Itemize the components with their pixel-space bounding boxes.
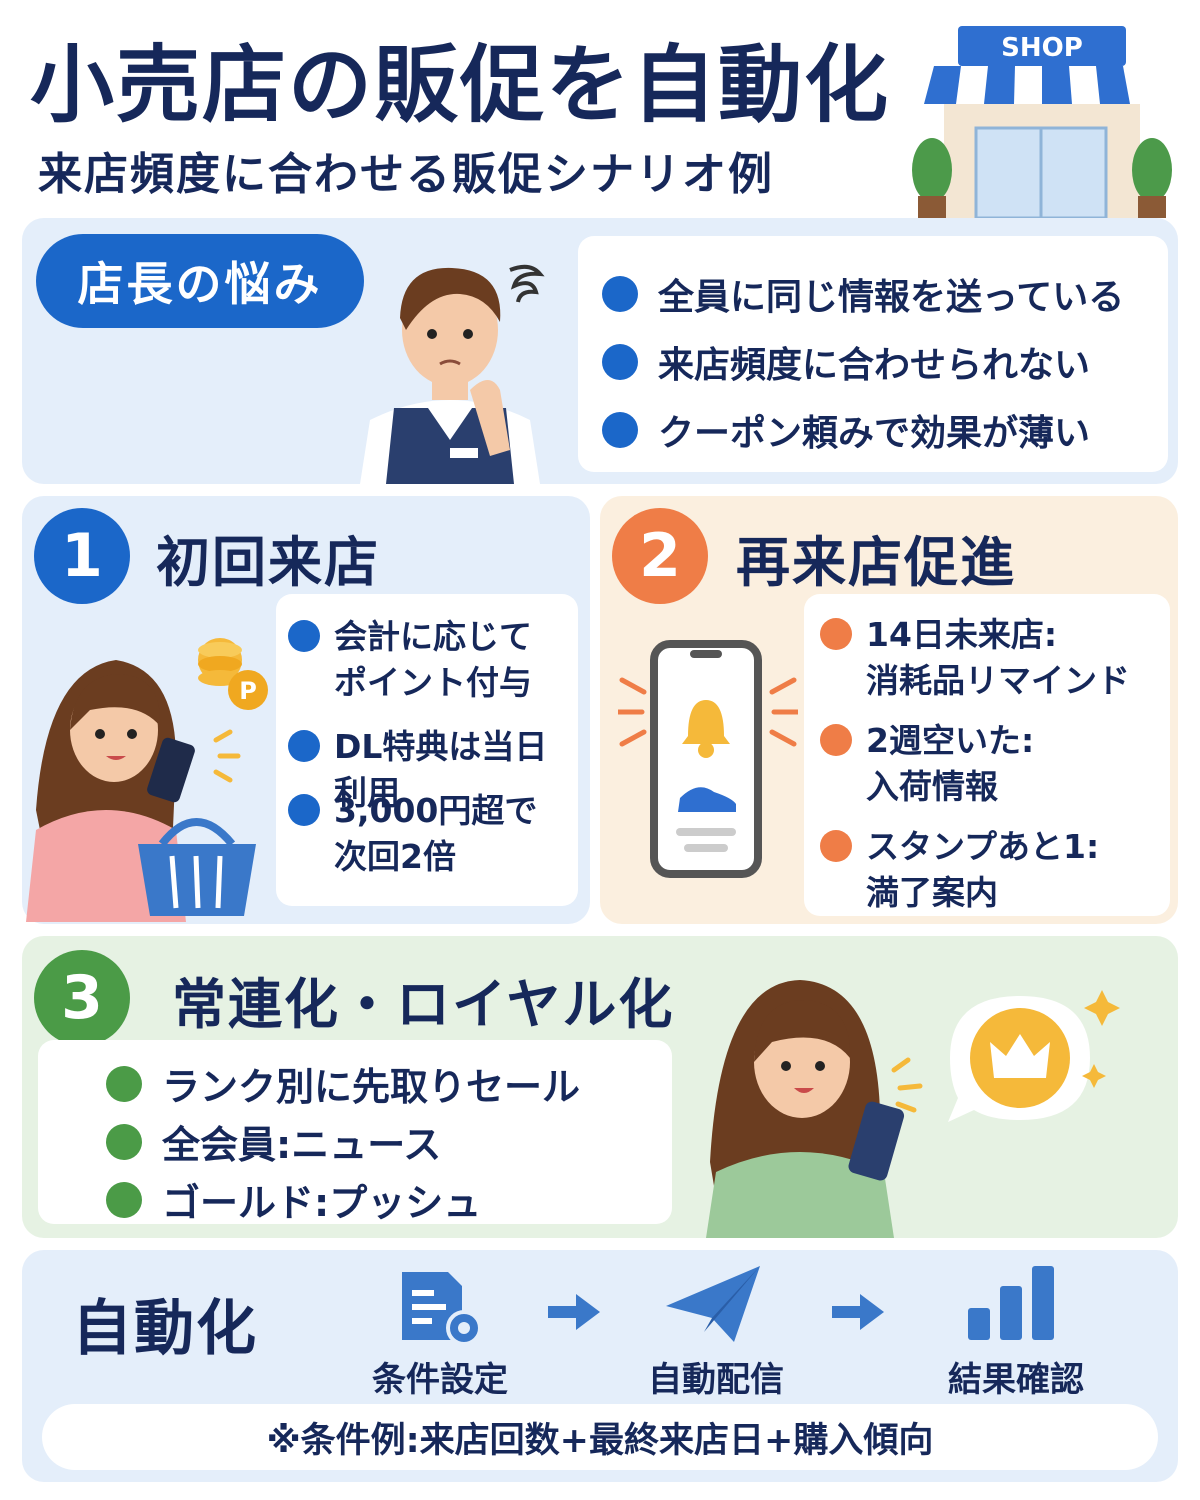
worries-list: 全員に同じ情報を送っている 来店頻度に合わせられない クーポン頼みで効果が薄い <box>578 236 1168 472</box>
paper-plane-icon <box>666 1266 760 1342</box>
step3-list: ランク別に先取りセール 全会員:ニュース ゴールド:プッシュ <box>38 1040 672 1227</box>
main-title: 小売店の販促を自動化 <box>30 36 891 134</box>
step1-item: 会計に応じて ポイント付与 <box>288 614 532 706</box>
worries-badge: 店長の悩み <box>36 234 364 328</box>
step1-item: 3,000円超で 次回2倍 <box>288 788 537 880</box>
step1-title: 初回来店 <box>156 531 380 594</box>
condition-example-note: ※条件例:来店回数+最終来店日+購入傾向 <box>42 1404 1158 1470</box>
bullet-dot-icon <box>820 724 852 756</box>
step3-item: 全会員:ニュース <box>106 1114 441 1169</box>
flow-step-auto-delivery: 自動配信 <box>648 1360 784 1400</box>
settings-document-icon <box>402 1272 482 1346</box>
bullet-dot-icon <box>288 794 320 826</box>
bullet-dot-icon <box>602 412 638 448</box>
step2-number-badge: 2 <box>612 508 708 604</box>
arrow-right-icon <box>548 1294 600 1330</box>
step1-item: DL特典は当日利用 <box>288 724 578 816</box>
step1-number-badge: 1 <box>34 508 130 604</box>
step3-title: 常連化・ロイヤル化 <box>172 973 675 1036</box>
smartphone-notification-icon <box>618 640 798 878</box>
step1-list: 会計に応じて ポイント付与 DL特典は当日利用 3,000円超で 次回2倍 <box>276 594 578 906</box>
shopper-with-phone-icon: P <box>26 638 268 922</box>
step2-list: 14日未来店: 消耗品リマインド 2週空いた: 入荷情報 スタンプあと1: 満了… <box>804 594 1170 916</box>
step2-item: 2週空いた: 入荷情報 <box>820 718 1034 810</box>
shop-sign-text: SHOP <box>1001 33 1083 63</box>
flow-step-results: 結果確認 <box>948 1360 1084 1400</box>
point-coin-label: P <box>239 677 257 705</box>
automation-title: 自動化 <box>72 1294 258 1364</box>
shop-storefront-icon: SHOP <box>912 26 1172 220</box>
step3-item: ゴールド:プッシュ <box>106 1172 481 1227</box>
worry-item: 全員に同じ情報を送っている <box>602 268 1124 320</box>
bullet-dot-icon <box>602 344 638 380</box>
step2-item: 14日未来店: 消耗品リマインド <box>820 612 1130 704</box>
bullet-dot-icon <box>106 1065 142 1102</box>
store-manager-icon <box>360 264 545 484</box>
bullet-dot-icon <box>106 1123 142 1160</box>
bar-chart-icon <box>968 1266 1054 1340</box>
arrow-right-icon <box>832 1294 884 1330</box>
bullet-dot-icon <box>288 620 320 652</box>
bullet-dot-icon <box>820 618 852 650</box>
step3-item: ランク別に先取りセール <box>106 1056 580 1111</box>
bullet-dot-icon <box>820 830 852 862</box>
bullet-dot-icon <box>106 1181 142 1218</box>
step2-title: 再来店促進 <box>736 531 1016 594</box>
worry-item: クーポン頼みで効果が薄い <box>602 404 1090 456</box>
step2-item: スタンプあと1: 満了案内 <box>820 824 1099 916</box>
flow-step-conditions: 条件設定 <box>372 1360 508 1400</box>
bullet-dot-icon <box>288 730 320 762</box>
worry-item: 来店頻度に合わせられない <box>602 336 1090 388</box>
bullet-dot-icon <box>602 276 638 312</box>
loyal-customer-icon <box>706 980 1120 1238</box>
step3-number-badge: 3 <box>34 950 130 1046</box>
sub-title: 来店頻度に合わせる販促シナリオ例 <box>38 149 774 200</box>
